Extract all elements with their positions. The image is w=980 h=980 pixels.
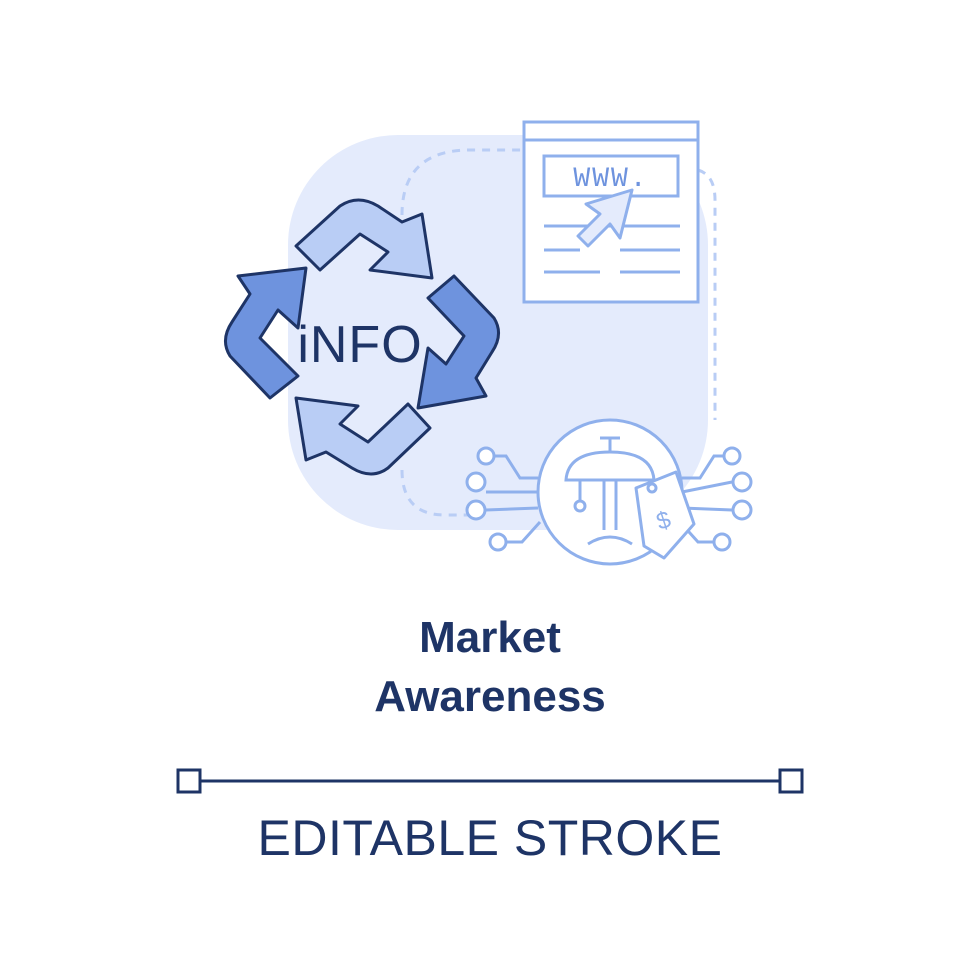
arrow-bottom-icon (294, 396, 432, 476)
arrow-top-icon (294, 198, 434, 280)
title-line-2: Awareness (374, 672, 606, 721)
cursor-icon (576, 188, 634, 248)
price-tag-icon (634, 470, 696, 560)
editable-stroke-rule (176, 768, 804, 794)
dashed-connector (697, 168, 717, 420)
arrow-right-icon (416, 274, 500, 410)
product-price-circuit-icon: $ (465, 418, 753, 566)
browser-url-text: WWW. (573, 164, 648, 195)
title-line-1: Market (419, 613, 561, 662)
info-center-label: iNFO (297, 316, 422, 374)
browser-window-icon (522, 120, 700, 304)
caption-editable-stroke: EDITABLE STROKE (257, 810, 723, 866)
rule-handle-right (778, 768, 804, 794)
arrow-left-icon (224, 266, 308, 400)
rule-handle-left (176, 768, 202, 794)
cycle-arrows-icon (224, 198, 500, 476)
